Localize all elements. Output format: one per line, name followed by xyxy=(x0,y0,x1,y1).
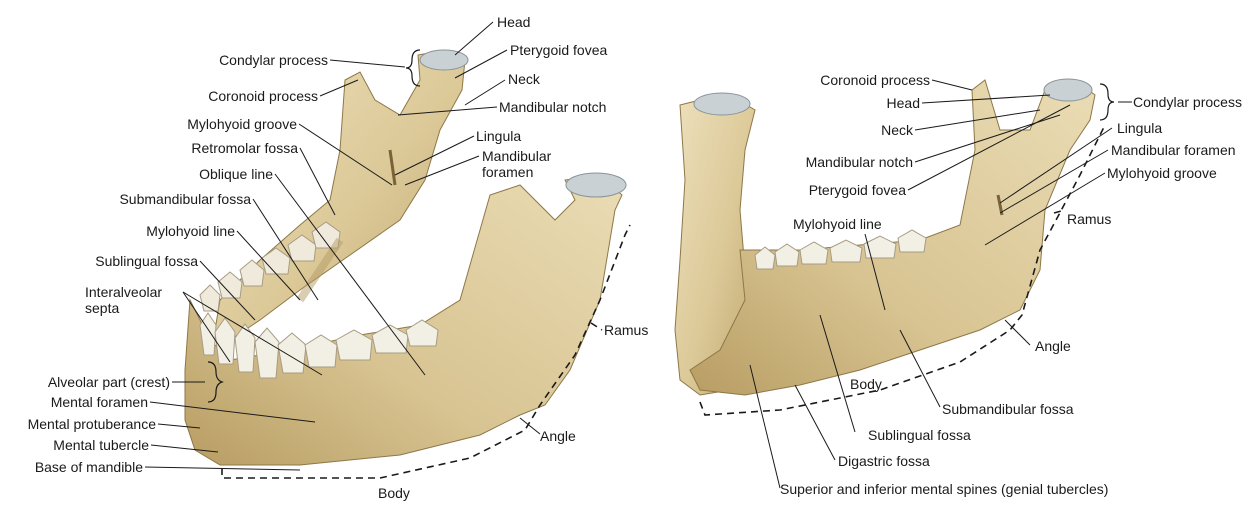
left-label-body: Body xyxy=(378,485,410,501)
left-mandible xyxy=(184,49,627,466)
left-label-ramus: Ramus xyxy=(604,322,649,338)
left-mylohyoid-ridge xyxy=(296,237,344,303)
left-dashed-outline xyxy=(221,224,631,479)
left-label-coronoid-process: Coronoid process xyxy=(208,88,318,104)
left-label-mental-tubercle: Mental tubercle xyxy=(53,437,149,453)
left-label-submandibular-fossa: Submandibular fossa xyxy=(119,191,251,207)
right-mandible xyxy=(674,78,1096,396)
left-label-lingula: Lingula xyxy=(476,128,522,144)
left-near-condyle-head xyxy=(565,172,627,198)
right-label-coronoid-process: Coronoid process xyxy=(820,72,930,88)
right-near-condyle-head xyxy=(1043,78,1093,102)
right-label-neck: Neck xyxy=(881,122,913,138)
right-label-ramus: Ramus xyxy=(1067,211,1112,227)
right-label-head: Head xyxy=(886,95,920,111)
left-label-interalveolar-septa-line2: septa xyxy=(85,300,120,316)
right-label-sublingual-fossa: Sublingual fossa xyxy=(868,427,971,443)
right-label-condylar-process: Condylar process xyxy=(1133,94,1242,110)
left-label-mandibular-notch: Mandibular notch xyxy=(499,99,607,115)
right-label-mandibular-foramen: Mandibular foramen xyxy=(1111,142,1236,158)
right-label-lingula: Lingula xyxy=(1117,120,1163,136)
left-label-mental-foramen: Mental foramen xyxy=(50,394,148,410)
right-label-body: Body xyxy=(850,376,882,392)
right-label-mental-spines: Superior and inferior mental spines (gen… xyxy=(780,481,1109,497)
right-dashed-outline xyxy=(699,124,1106,416)
left-label-mylohyoid-line: Mylohyoid line xyxy=(146,223,235,239)
right-label-mylohyoid-groove: Mylohyoid groove xyxy=(1107,165,1217,181)
right-leader-lines xyxy=(749,79,1132,489)
left-label-mylohyoid-groove: Mylohyoid groove xyxy=(187,116,297,132)
left-label-sublingual-fossa: Sublingual fossa xyxy=(95,253,198,269)
left-label-condylar-process: Condylar process xyxy=(219,52,328,68)
left-label-mental-protuberance: Mental protuberance xyxy=(27,416,156,432)
left-label-alveolar-part: Alveolar part (crest) xyxy=(47,374,170,390)
left-label-oblique-line: Oblique line xyxy=(199,166,273,182)
right-label-mandibular-notch: Mandibular notch xyxy=(805,154,913,170)
left-label-base-of-mandible: Base of mandible xyxy=(34,459,143,475)
left-far-condyle-head xyxy=(419,49,469,71)
right-label-submandibular-fossa: Submandibular fossa xyxy=(942,401,1074,417)
left-label-pterygoid-fovea: Pterygoid fovea xyxy=(510,42,608,58)
left-label-mandibular-foramen-line2: foramen xyxy=(482,164,534,180)
left-label-mandibular-foramen-line1: Mandibular xyxy=(482,148,552,164)
right-teeth xyxy=(754,229,927,270)
left-label-angle: Angle xyxy=(540,428,576,444)
left-label-retromolar-fossa: Retromolar fossa xyxy=(191,140,298,156)
left-teeth-near xyxy=(199,312,439,379)
left-mandibular-foramen-mark xyxy=(388,149,397,186)
left-label-head: Head xyxy=(497,14,531,30)
right-label-digastric-fossa: Digastric fossa xyxy=(838,453,930,469)
left-teeth-far xyxy=(199,221,341,312)
right-label-angle: Angle xyxy=(1035,338,1071,354)
left-label-interalveolar-septa-line1: Interalveolar xyxy=(85,284,163,300)
right-label-mylohyoid-line: Mylohyoid line xyxy=(793,216,882,232)
left-leader-lines xyxy=(144,21,541,471)
left-label-neck: Neck xyxy=(508,71,540,87)
right-body xyxy=(689,79,1096,396)
right-label-pterygoid-fovea: Pterygoid fovea xyxy=(808,182,906,198)
right-far-condyle-head xyxy=(693,92,751,116)
